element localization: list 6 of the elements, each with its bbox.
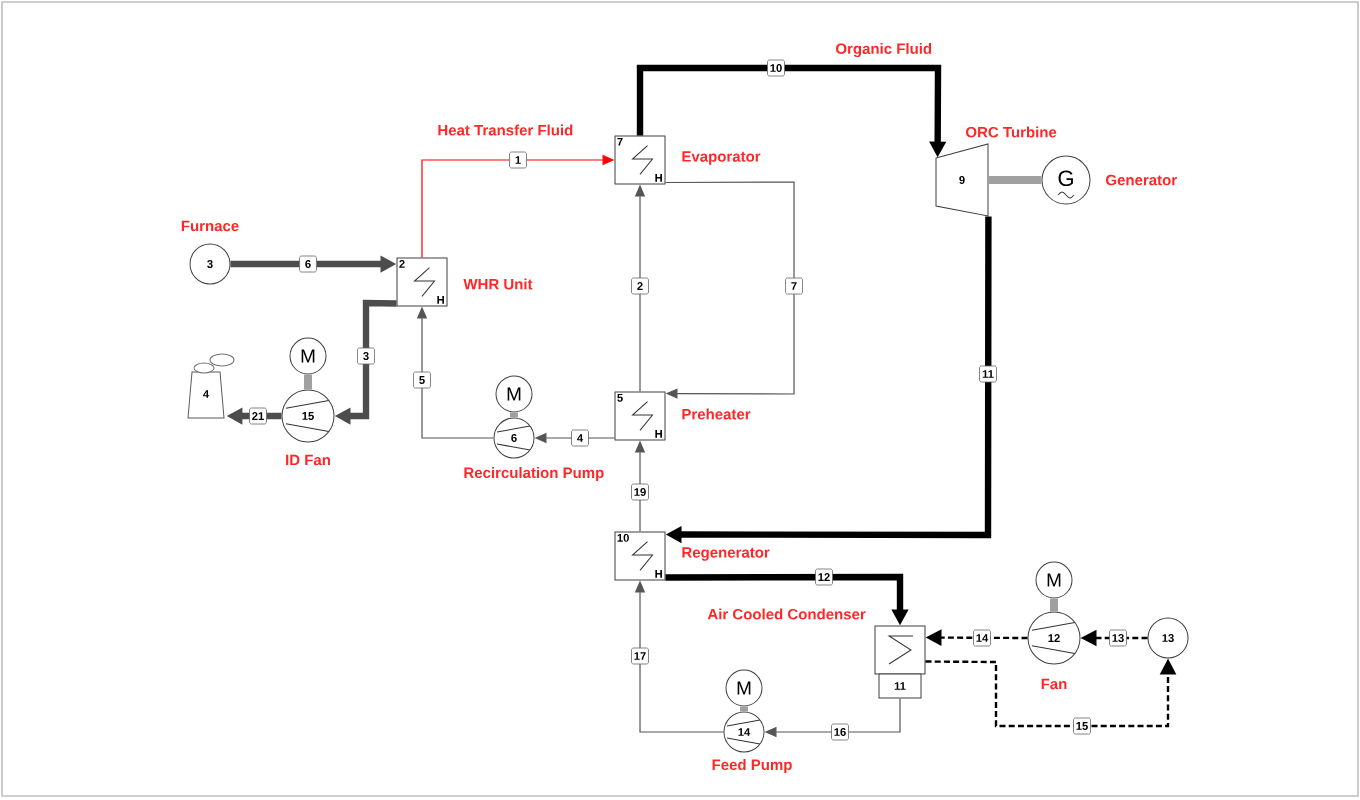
shaft	[510, 412, 518, 418]
pipe	[664, 181, 795, 399]
shaft	[988, 176, 1042, 184]
shaft	[304, 374, 312, 390]
shaft	[1050, 598, 1058, 612]
shaft	[740, 706, 748, 712]
